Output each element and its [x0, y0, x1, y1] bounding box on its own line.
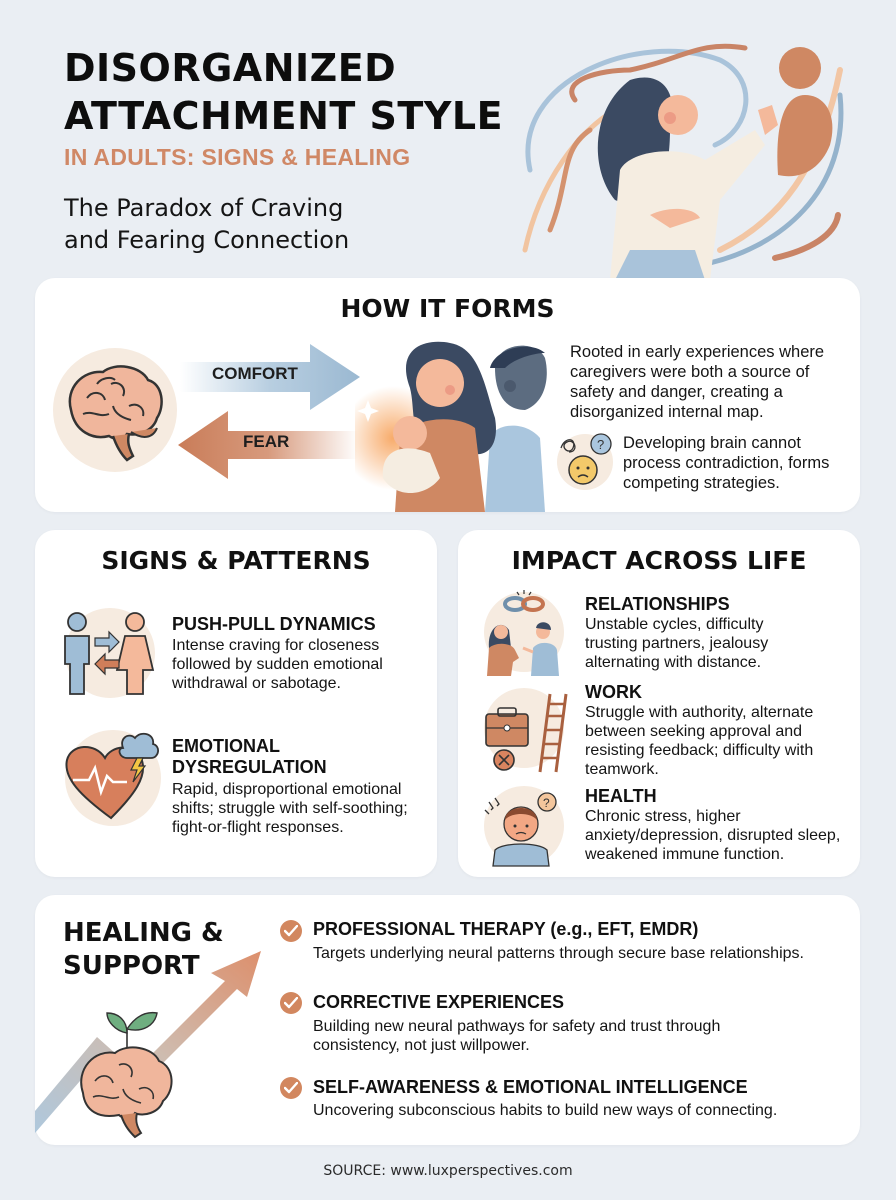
stressed-person-icon: ?	[484, 792, 557, 867]
healing-title-line-1: HEALING &	[63, 918, 224, 948]
how-it-forms-title: HOW IT FORMS	[340, 294, 555, 323]
corrective-heading: CORRECTIVE EXPERIENCES	[313, 992, 565, 1012]
check-icon	[280, 1077, 302, 1099]
relationships-icon-container	[484, 590, 564, 676]
fear-label: FEAR	[243, 432, 290, 451]
svg-text:?: ?	[597, 437, 604, 452]
page-subtitle: IN ADULTS: SIGNS & HEALING	[64, 144, 411, 170]
corrective-body: Building new neural pathways for safety …	[313, 1017, 720, 1055]
confused-face-icon: ?	[557, 433, 613, 490]
brain-icon	[68, 365, 163, 462]
comfort-label: COMFORT	[212, 364, 298, 383]
health-heading: HEALTH	[585, 786, 657, 806]
heart-storm-icon	[65, 732, 159, 820]
brain-icon-container	[53, 348, 177, 472]
forms-secondary-text: Developing brain cannot process contradi…	[623, 434, 830, 492]
check-icon	[280, 992, 302, 1014]
tagline: The Paradox of Craving and Fearing Conne…	[64, 192, 349, 256]
title-line-2: ATTACHMENT STYLE	[64, 94, 504, 138]
healing-title: HEALING & SUPPORT	[63, 917, 224, 983]
healing-title-line-2: SUPPORT	[63, 951, 200, 981]
therapy-heading: PROFESSIONAL THERAPY (e.g., EFT, EMDR)	[313, 919, 699, 939]
dysregulation-body: Rapid, disproportional emotional shifts;…	[172, 781, 408, 836]
work-body: Struggle with authority, alternate betwe…	[585, 704, 814, 778]
impact-across-life-card: IMPACT ACROSS LIFE RELATIONSHIPS Unstabl…	[458, 530, 860, 877]
self-awareness-heading: SELF-AWARENESS & EMOTIONAL INTELLIGENCE	[313, 1077, 748, 1097]
dysregulation-heading-line-2: DYSREGULATION	[172, 757, 327, 777]
work-heading: WORK	[585, 682, 642, 702]
signs-patterns-title: SIGNS & PATTERNS	[101, 546, 371, 575]
health-body: Chronic stress, higher anxiety/depressio…	[585, 808, 841, 863]
fear-arrow-icon	[178, 411, 358, 479]
relationships-heading: RELATIONSHIPS	[585, 594, 730, 614]
forms-main-text: Rooted in early experiences where caregi…	[570, 343, 825, 421]
heart-storm-icon-container	[65, 730, 161, 826]
broken-chain-couple-icon	[487, 590, 559, 676]
woman-reaching-figure-illustration-icon	[522, 43, 844, 280]
dysregulation-heading-line-1: EMOTIONAL	[172, 736, 280, 756]
brain-sprout-rising-arrow-icon	[35, 951, 261, 1139]
how-it-forms-card: HOW IT FORMS COMFORT FEAR	[35, 278, 860, 512]
title-line-1: DISORGANIZED	[64, 46, 397, 90]
healing-support-card: HEALING & SUPPORT PROFESSIONAL THERAPY (…	[35, 895, 860, 1145]
check-icon	[280, 920, 302, 942]
self-awareness-body: Uncovering subconscious habits to build …	[313, 1102, 778, 1119]
impact-title: IMPACT ACROSS LIFE	[511, 546, 807, 575]
source-footer: SOURCE: www.luxperspectives.com	[323, 1163, 573, 1179]
tagline-line-1: The Paradox of Craving	[64, 194, 344, 222]
mother-baby-father-illustration-icon	[355, 341, 547, 512]
push-pull-icon-container	[64, 608, 155, 698]
relationships-body: Unstable cycles, difficulty trusting par…	[585, 616, 769, 671]
corrective-body-line-2: consistency, not just willpower.	[313, 1037, 530, 1054]
corrective-body-line-1: Building new neural pathways for safety …	[313, 1018, 721, 1035]
push-pull-people-icon	[64, 612, 155, 695]
push-pull-body: Intense craving for closeness followed b…	[172, 637, 383, 692]
comfort-arrow-icon	[180, 344, 360, 410]
therapy-body: Targets underlying neural patterns throu…	[313, 945, 804, 962]
page-title: DISORGANIZED ATTACHMENT STYLE	[64, 44, 503, 140]
push-pull-heading: PUSH-PULL DYNAMICS	[172, 614, 376, 634]
signs-patterns-card: SIGNS & PATTERNS PUSH-PULL DYNAMICS Inte…	[35, 530, 437, 877]
work-icon-container	[484, 688, 568, 773]
dysregulation-heading: EMOTIONAL DYSREGULATION	[172, 736, 327, 778]
health-icon-container: ?	[484, 786, 564, 867]
briefcase-ladder-icon	[485, 693, 568, 773]
svg-text:?: ?	[543, 796, 550, 810]
tagline-line-2: and Fearing Connection	[64, 226, 350, 254]
